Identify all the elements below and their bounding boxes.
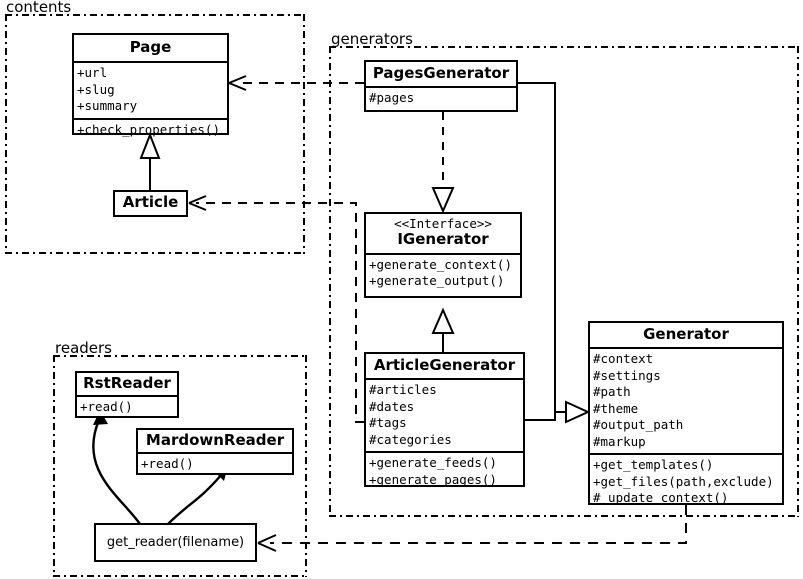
method: +get_files(path,exclude) [593,473,774,489]
class-page-attributes: +url +slug +summary [74,61,227,118]
attribute: #context [593,351,654,367]
attribute: #pages [369,90,415,106]
class-generator-attributes: #context #settings #path #theme #output_… [590,347,782,453]
package-readers-label: readers [55,339,112,357]
class-rst-reader-methods: +read() [77,395,177,419]
attribute: #tags [369,415,407,431]
class-igenerator[interactable]: <<Interface>> IGenerator +generate_conte… [364,212,522,298]
class-generator[interactable]: Generator #context #settings #path #them… [588,321,784,505]
class-mardown-reader[interactable]: MardownReader +read() [136,428,294,475]
class-page-name: Page [129,38,172,56]
class-generator-methods: +get_templates() +get_files(path,exclude… [590,453,782,510]
class-article-name: Article [122,193,179,211]
method: +read() [141,456,194,472]
class-rst-reader-name: RstReader [83,374,171,392]
class-igenerator-stereotype: <<Interface>> [394,216,492,231]
attribute: #theme [593,400,639,416]
attribute: #output_path [593,417,684,433]
class-mardown-reader-methods: +read() [138,452,292,476]
class-page[interactable]: Page +url +slug +summary +check_properti… [72,33,229,137]
attribute: #articles [369,382,437,398]
class-page-methods: +check_properties() [74,117,227,142]
class-article-generator-name: ArticleGenerator [373,356,516,374]
attribute: #categories [369,431,452,447]
class-article-generator-attributes: #articles #dates #tags #categories [366,378,523,451]
class-igenerator-label: IGenerator [397,230,489,249]
attribute: +slug [77,81,115,97]
class-rst-reader[interactable]: RstReader +read() [75,371,179,418]
class-pages-generator-attributes: #pages [366,86,516,110]
method: +read() [80,399,133,415]
method: +generate_output() [369,273,505,289]
package-generators-label: generators [331,30,413,48]
class-igenerator-name: <<Interface>> IGenerator [366,214,520,253]
package-contents-label: contents [6,0,72,16]
class-igenerator-methods: +generate_context() +generate_output() [366,252,520,293]
attribute: +url [77,65,108,81]
method: +generate_feeds() [369,455,497,471]
method: +check_properties() [77,121,220,137]
attribute: #path [593,384,631,400]
function-get-reader[interactable]: get_reader(filename) [94,523,257,562]
attribute: #settings [593,367,661,383]
function-get-reader-label: get_reader(filename) [106,535,245,550]
attribute: +summary [77,98,138,114]
method: +get_templates() [593,457,714,473]
method: +generate_pages() [369,471,497,487]
class-article[interactable]: Article [113,190,188,217]
method: +generate_context() [369,256,512,272]
class-mardown-reader-name: MardownReader [145,431,285,449]
class-generator-name: Generator [643,325,729,343]
attribute: #dates [369,398,415,414]
class-pages-generator[interactable]: PagesGenerator #pages [364,60,518,112]
attribute: #markup [593,433,646,449]
class-article-generator-methods: +generate_feeds() +generate_pages() [366,451,523,491]
method: #_update_context() [593,490,729,506]
class-pages-generator-name: PagesGenerator [372,64,510,82]
class-article-generator[interactable]: ArticleGenerator #articles #dates #tags … [364,352,525,487]
